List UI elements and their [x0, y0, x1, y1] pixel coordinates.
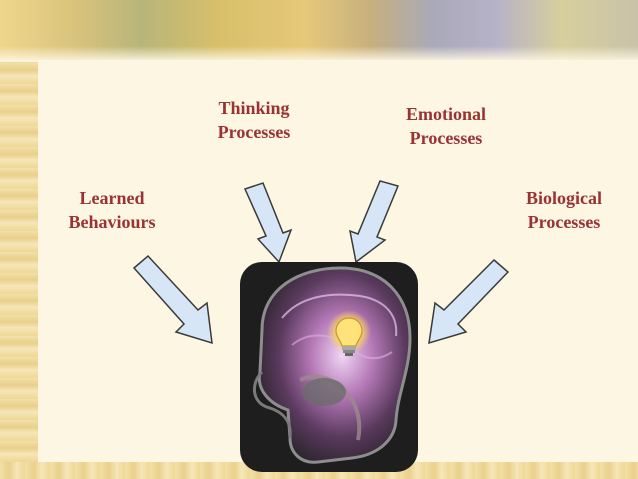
arrow-emotional [350, 181, 398, 262]
arrow-learned [134, 256, 212, 343]
arrow-biological [429, 260, 508, 343]
brain-mri-head-image [240, 262, 418, 472]
arrow-thinking [245, 183, 291, 262]
